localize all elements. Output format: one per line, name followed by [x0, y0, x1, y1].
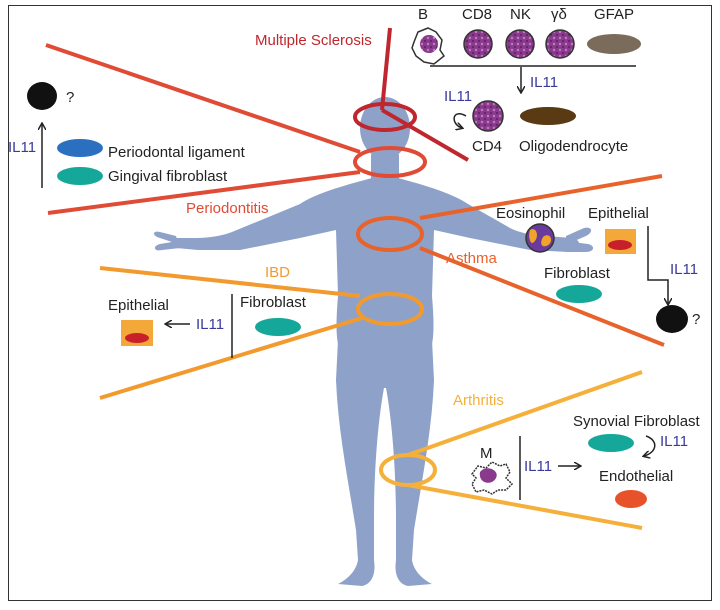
arthritis-panel: M IL11 Synovial Fibroblast IL11 Endothel…: [471, 413, 701, 508]
macrophage-icon: [471, 461, 514, 495]
cd4-label: CD4: [472, 138, 502, 155]
cd4-autocrine-arrow: [453, 113, 467, 128]
ibd-epithelial-icon: [121, 320, 153, 346]
ms-panel: B CD8 NK γδ GFAP IL11 IL11 CD4 Oligodend…: [411, 6, 641, 155]
eosinophil-icon: [525, 223, 555, 253]
synovial-fibroblast-icon: [588, 434, 634, 452]
asthma-il11-label: IL11: [670, 261, 698, 278]
unknown-label: ?: [66, 89, 74, 106]
periodontal-ligament-label: Periodontal ligament: [108, 144, 246, 161]
gd-cell-icon: [545, 29, 575, 59]
macrophage-label: M: [480, 445, 493, 462]
asthma-unknown-cell-icon: [656, 305, 688, 333]
cell-label-nk: NK: [510, 6, 531, 23]
asthma-panel: Eosinophil Epithelial IL11 Fibroblast ?: [496, 205, 700, 333]
periodontitis-il11-label: IL11: [8, 139, 36, 156]
oligodendrocyte-label: Oligodendrocyte: [519, 138, 628, 155]
periodontitis-panel: ? IL11 Periodontal ligament Gingival fib…: [8, 82, 246, 188]
asthma-il11-arrow: [647, 226, 668, 304]
synovial-autocrine-arrow: [644, 435, 656, 456]
synovial-fibroblast-label: Synovial Fibroblast: [573, 413, 701, 430]
ibd-fibroblast-label: Fibroblast: [240, 294, 307, 311]
periodontal-ligament-icon: [57, 139, 103, 157]
ibd-wedge: [99, 266, 424, 400]
disease-label-arthritis: Arthritis: [453, 392, 504, 409]
endothelial-label: Endothelial: [599, 468, 673, 485]
asthma-unknown-label: ?: [692, 311, 700, 328]
synovial-il11-label: IL11: [660, 433, 688, 450]
nk-cell-icon: [505, 29, 535, 59]
asthma-fibroblast-label: Fibroblast: [544, 265, 611, 282]
eosinophil-label: Eosinophil: [496, 205, 565, 222]
gingival-fibroblast-icon: [57, 167, 103, 185]
cell-label-cd8: CD8: [462, 6, 492, 23]
endothelial-icon: [615, 490, 647, 508]
gfap-astrocyte-icon: [587, 34, 641, 54]
ibd-il11-label: IL11: [196, 316, 224, 333]
asthma-fibroblast-icon: [556, 285, 602, 303]
asthma-wedge: [356, 174, 665, 347]
ibd-panel: Epithelial IL11 Fibroblast: [108, 294, 307, 358]
cell-label-gd: γδ: [551, 6, 567, 23]
oligodendrocyte-icon: [520, 107, 576, 125]
arthritis-wedge: [379, 370, 643, 530]
figure-border: [8, 5, 712, 601]
cell-label-b: B: [418, 6, 428, 23]
disease-label-asthma: Asthma: [446, 250, 498, 267]
b-cell-icon: [411, 27, 446, 65]
disease-label-ms: Multiple Sclerosis: [255, 32, 372, 49]
unknown-cell-icon: [27, 82, 57, 110]
ibd-epithelial-label: Epithelial: [108, 297, 169, 314]
cd4-cell-icon: [472, 100, 504, 132]
periodontitis-wedge: [45, 43, 427, 215]
cd4-il11-label: IL11: [444, 88, 472, 105]
ibd-fibroblast-icon: [255, 318, 301, 336]
disease-label-periodontitis: Periodontitis: [186, 200, 269, 217]
asthma-epithelial-icon: [605, 229, 636, 254]
asthma-epithelial-label: Epithelial: [588, 205, 649, 222]
cell-label-gfap: GFAP: [594, 6, 634, 23]
disease-label-ibd: IBD: [265, 264, 290, 281]
gingival-fibroblast-label: Gingival fibroblast: [108, 168, 228, 185]
ms-il11-label: IL11: [530, 74, 558, 91]
ms-wedge: [353, 27, 470, 162]
cd8-cell-icon: [463, 29, 493, 59]
arthritis-il11-label: IL11: [524, 458, 552, 475]
